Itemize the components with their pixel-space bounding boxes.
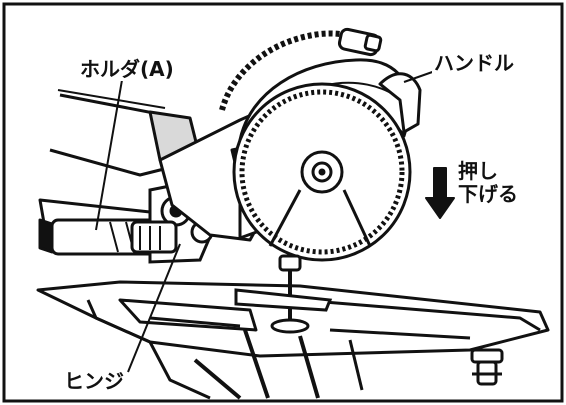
- holder-label: ホルダ(A): [78, 57, 176, 81]
- leader-lines: [57, 69, 439, 373]
- push-down-arrow: [425, 167, 455, 219]
- handle: [378, 72, 422, 134]
- saw-foot: [470, 348, 504, 386]
- push-label-line-2: 下げる: [458, 182, 518, 206]
- handle-label: ハンドル: [432, 51, 516, 75]
- blade: [232, 82, 412, 262]
- push-down-label: 押し 下げる: [458, 160, 518, 206]
- push-label-line-1: 押し: [458, 159, 498, 183]
- clamp-rod: [234, 254, 333, 334]
- hinge-label: ヒンジ: [62, 369, 126, 393]
- cord: [219, 27, 383, 111]
